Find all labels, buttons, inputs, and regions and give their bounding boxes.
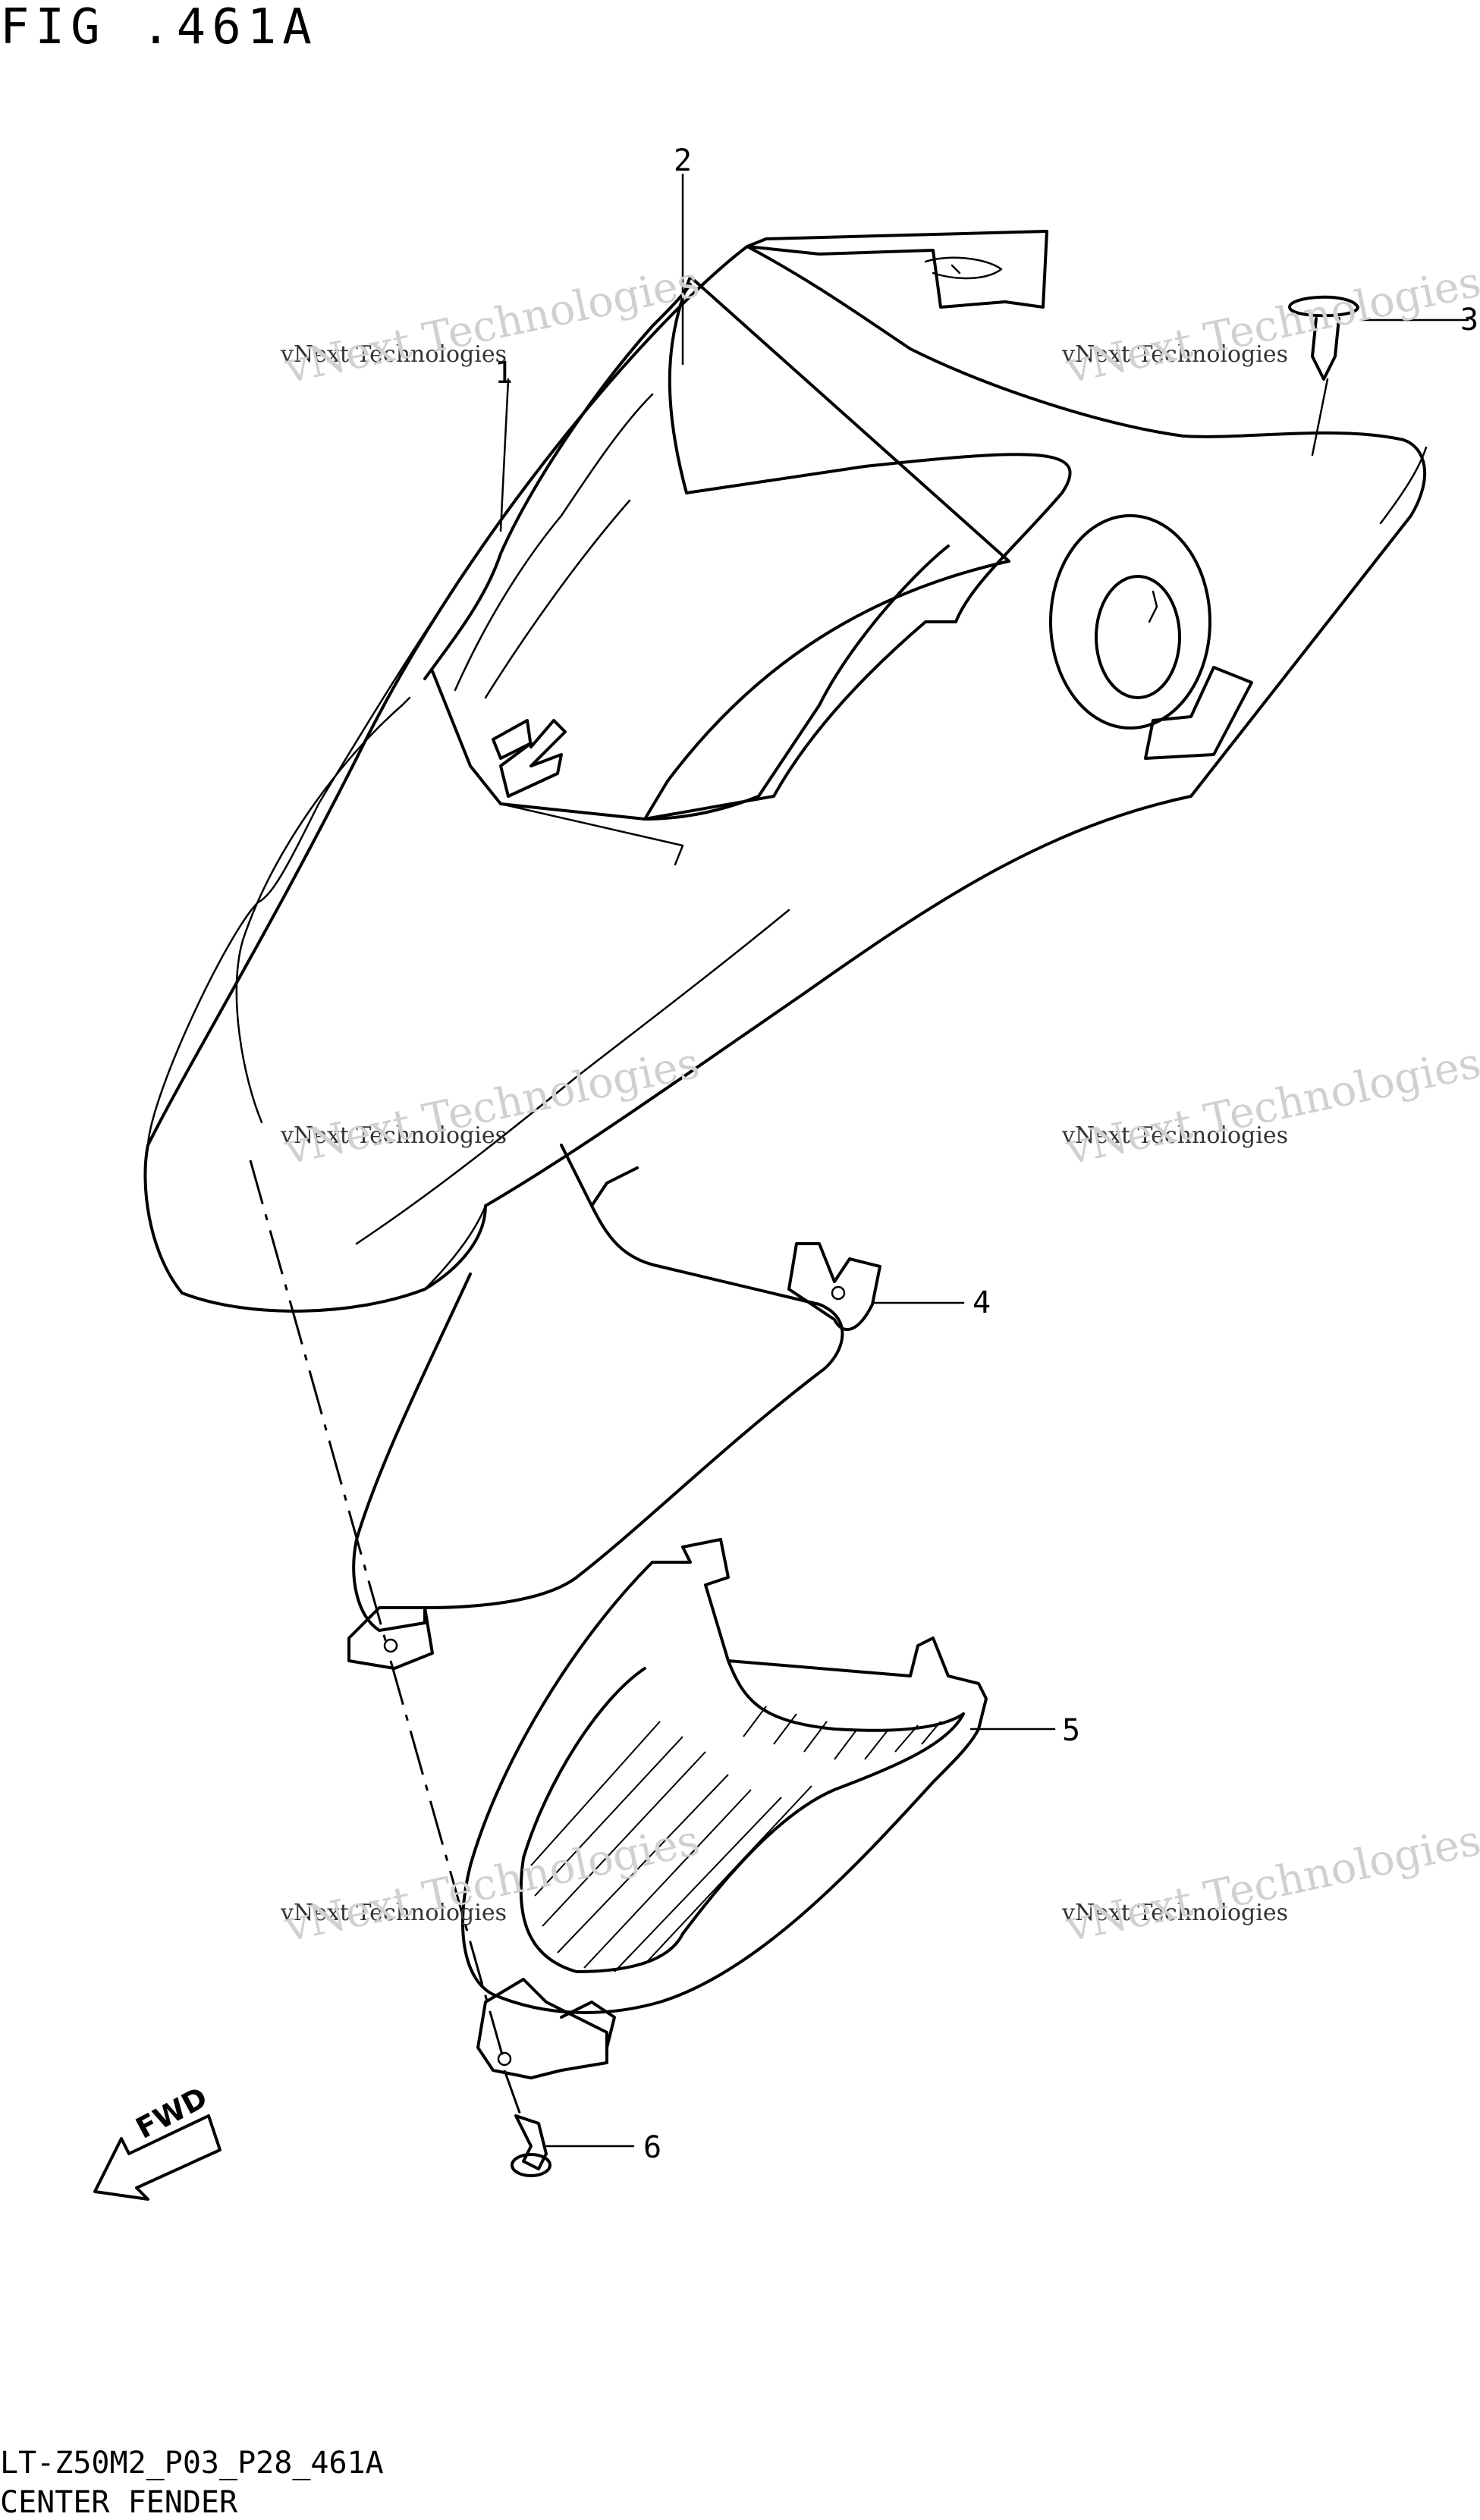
fwd-arrow-icon (93, 2114, 222, 2201)
callout-1: 1 (495, 356, 514, 391)
callout-6: 6 (643, 2130, 662, 2165)
part-4-bracket (347, 1144, 881, 1670)
callout-5: 5 (1062, 1713, 1081, 1748)
callout-2: 2 (674, 143, 693, 178)
part-3-clip (1288, 295, 1359, 457)
assembly-line-upper (249, 1160, 388, 1646)
leader-lines (499, 173, 1469, 2148)
figure-title: FIG .461A (0, 0, 318, 55)
callout-3: 3 (1460, 303, 1479, 337)
assembly-line-lower (389, 1660, 506, 2063)
part-5-lower-guard (461, 1538, 988, 2079)
assembly-line-screw (503, 2070, 525, 2124)
callout-4: 4 (973, 1285, 991, 1320)
part-6-screw (511, 2114, 551, 2177)
part-1-center-fender (143, 230, 1428, 1313)
guard-hatching (530, 1706, 941, 1972)
section-name: CENTER FENDER (0, 2485, 238, 2520)
model-code: LT-Z50M2_P03_P28_461A (0, 2446, 384, 2481)
